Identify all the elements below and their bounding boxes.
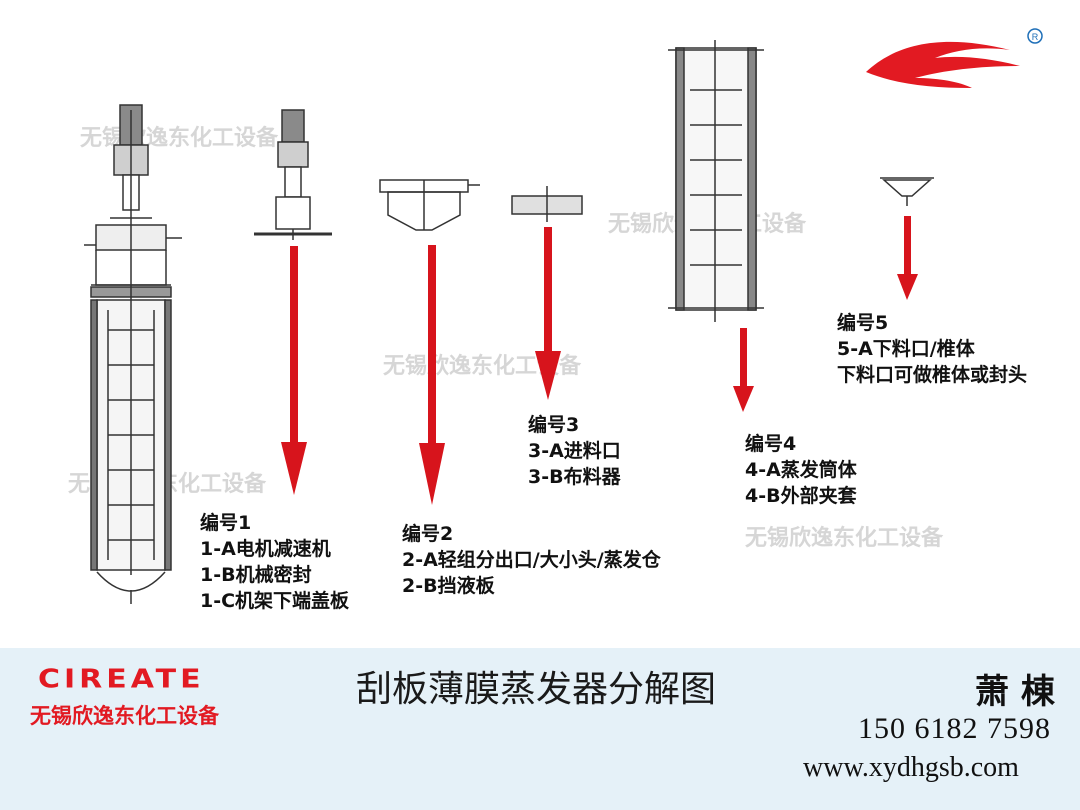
part2-head-drawing <box>379 179 480 231</box>
part3-distributor-drawing <box>511 186 583 222</box>
part1-line: 1-C机架下端盖板 <box>200 590 350 612</box>
brand-logo-icon: R <box>866 28 1043 88</box>
signature: 萧 棟 <box>975 672 1055 712</box>
part5-line: 5-A下料口/椎体 <box>837 338 975 360</box>
assembled-evaporator-drawing <box>84 104 182 604</box>
part4-label: 编号4 4-A蒸发筒体 4-B外部夹套 <box>745 431 857 509</box>
part5-line: 编号5 <box>837 312 889 334</box>
part4-line: 4-B外部夹套 <box>745 485 857 507</box>
registered-mark: R <box>1032 32 1039 42</box>
arrow-part1 <box>281 246 307 495</box>
part2-line: 2-A轻组分出口/大小头/蒸发仓 <box>402 549 661 571</box>
part2-label: 编号2 2-A轻组分出口/大小头/蒸发仓 2-B挡液板 <box>402 521 661 599</box>
part5-cone-drawing <box>880 177 934 206</box>
part5-label: 编号5 5-A下料口/椎体 下料口可做椎体或封头 <box>837 310 1027 388</box>
page-title: 刮板薄膜蒸发器分解图 <box>356 669 717 710</box>
part1-line: 1-A电机减速机 <box>200 538 331 560</box>
brand-name-en: CIREATE <box>38 664 205 695</box>
part3-label: 编号3 3-A进料口 3-B布料器 <box>528 412 621 490</box>
arrow-part5 <box>897 216 918 300</box>
part3-line: 3-A进料口 <box>528 440 621 462</box>
part3-line: 编号3 <box>528 414 580 436</box>
arrow-part4 <box>733 328 754 412</box>
part2-line: 2-B挡液板 <box>402 575 495 597</box>
part4-line: 4-A蒸发筒体 <box>745 459 857 481</box>
watermark-text: 无锡欣逸东化工设备 <box>80 126 279 151</box>
part4-shell-drawing <box>668 40 764 322</box>
part3-line: 3-B布料器 <box>528 466 621 488</box>
part1-label: 编号1 1-A电机减速机 1-B机械密封 1-C机架下端盖板 <box>200 510 349 614</box>
part1-drive-drawing <box>254 109 332 240</box>
arrow-part3 <box>535 227 561 400</box>
brand-name-cn: 无锡欣逸东化工设备 <box>30 704 219 728</box>
part1-line: 1-B机械密封 <box>200 564 312 586</box>
phone-number: 150 6182 7598 <box>858 712 1051 745</box>
part5-line: 下料口可做椎体或封头 <box>837 364 1028 386</box>
footer-band <box>0 648 1080 810</box>
website-link[interactable]: www.xydhgsb.com <box>803 752 1019 783</box>
part1-line: 编号1 <box>200 512 252 534</box>
part4-line: 编号4 <box>745 433 797 455</box>
watermark-text: 无锡欣逸东化工设备 <box>745 526 944 551</box>
part2-line: 编号2 <box>402 523 454 545</box>
arrow-part2 <box>419 245 445 505</box>
